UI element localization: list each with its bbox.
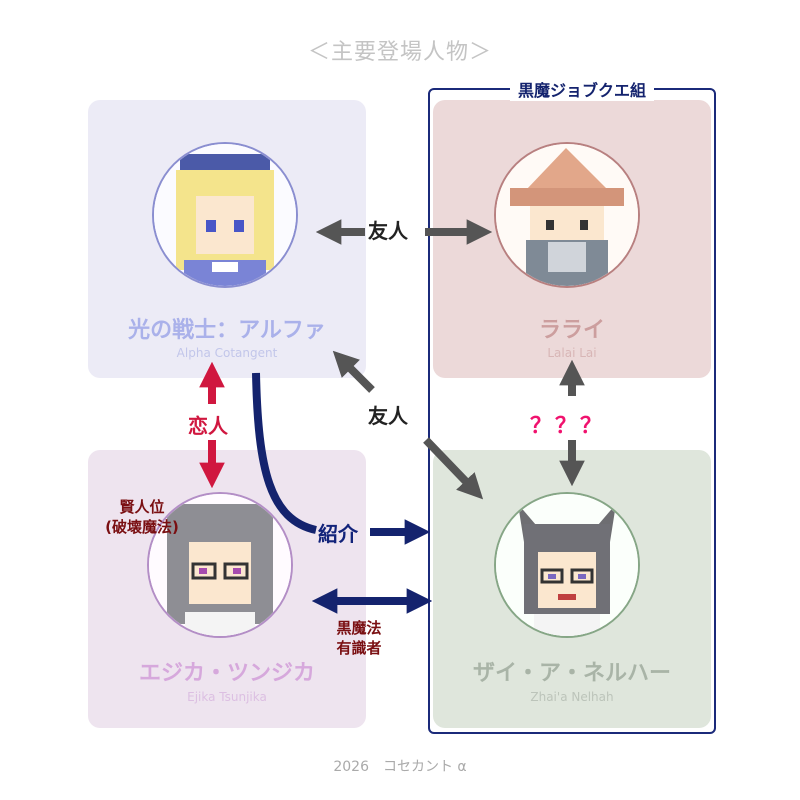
- arrow-alpha-zhai-down: [423, 437, 484, 500]
- label-sage: 賢人位 (破壊魔法): [84, 497, 200, 537]
- arrow-alpha-zhai-up: [332, 350, 375, 393]
- avatar-ejika: [147, 492, 293, 638]
- label-black-mage-line2: 有識者: [336, 639, 382, 657]
- footer-credit: 2026 コセカント α: [333, 759, 467, 775]
- group-label: 黒魔ジョブクエ組: [510, 77, 655, 101]
- label-black-mage-expert: 黒魔法 有識者: [328, 618, 390, 658]
- label-lover: 恋人: [188, 414, 228, 438]
- avatar-ejika-portrait: [149, 494, 291, 636]
- label-unknown: ？？？: [530, 414, 606, 439]
- avatar-zhai-portrait: [496, 494, 638, 636]
- avatar-alpha: [152, 142, 298, 288]
- romaji-lalai: Lalai Lai: [547, 346, 597, 360]
- name-alpha: 光の戦士：アルファ: [128, 318, 326, 343]
- label-black-mage-line1: 黒魔法: [336, 619, 382, 637]
- name-ejika: エジカ・ツンジカ: [138, 661, 315, 686]
- label-introduction: 紹介: [318, 522, 358, 546]
- label-friend-alpha-lalai: 友人: [368, 219, 408, 243]
- avatar-lalai: [494, 142, 640, 288]
- diagram-title: ＜主要登場人物＞: [307, 40, 492, 65]
- label-friend-alpha-zhai: 友人: [368, 404, 408, 428]
- label-sage-line2: (破壊魔法): [105, 518, 179, 536]
- name-zhai: ザイ・ア・ネルハー: [472, 661, 671, 686]
- romaji-ejika: Ejika Tsunjika: [187, 690, 267, 704]
- avatar-zhai: [494, 492, 640, 638]
- romaji-alpha: Alpha Cotangent: [176, 346, 278, 360]
- label-sage-line1: 賢人位: [119, 498, 165, 516]
- arrow-introduction-curve: [252, 372, 317, 534]
- romaji-zhai: Zhai'a Nelhah: [530, 690, 614, 704]
- name-lalai: ラライ: [538, 318, 605, 343]
- avatar-lalai-portrait: [496, 144, 638, 286]
